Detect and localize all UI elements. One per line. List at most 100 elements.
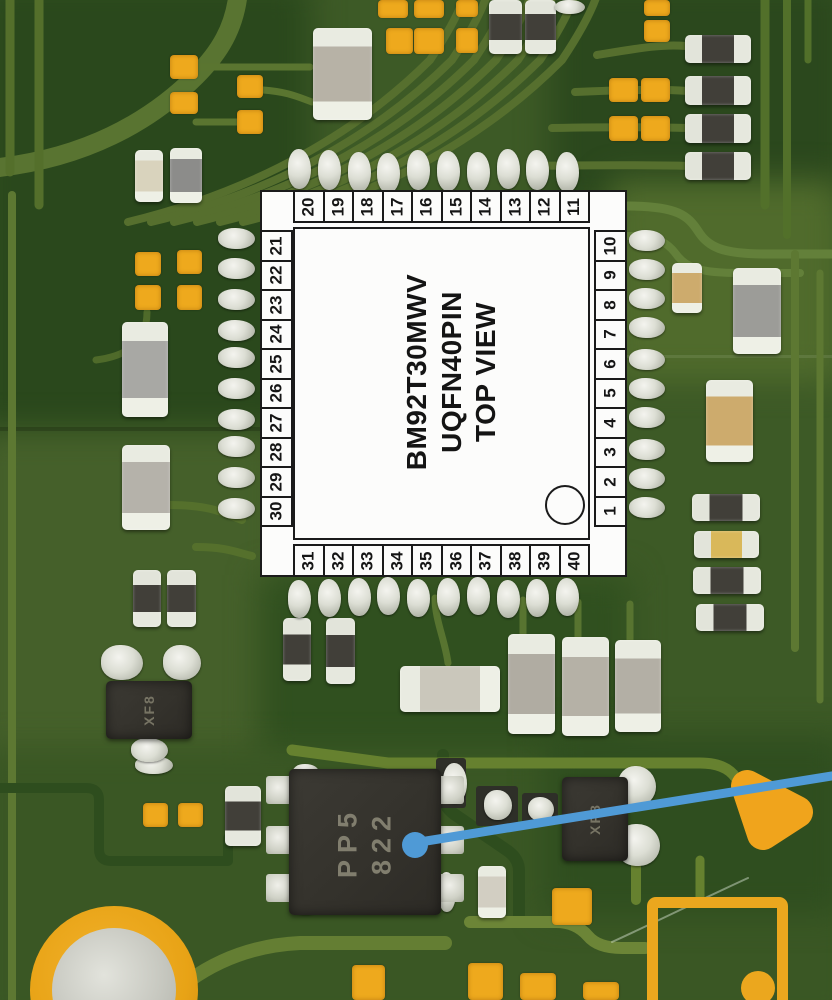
solder-blob [629,288,665,310]
pin-cell-10: 10 [594,230,627,262]
gold-pad [456,28,478,53]
pin-cell-4: 4 [594,407,627,439]
solder-blob [288,149,311,190]
gold-pad [520,973,556,1000]
gold-pad [552,888,592,925]
pin-cell-26: 26 [260,377,293,409]
ic-marking: PP5 822 [331,806,399,878]
solder-blob [288,579,311,618]
smd-capacitor [706,380,753,462]
smd-capacitor [508,634,555,734]
ic-lead [266,874,292,902]
gold-pad [468,963,503,1000]
package-type: UQFN40PIN [435,291,467,453]
solder-blob [317,578,341,617]
gold-pad [414,28,444,54]
pin-cell-5: 5 [594,377,627,409]
solder-blob [629,317,665,339]
solder-blob [218,289,255,310]
solder-blob [556,151,580,192]
solder-blob [218,258,255,280]
chip-title: BM92T30MWV UQFN40PIN TOP VIEW [400,274,504,470]
pin-cell-6: 6 [594,348,627,380]
smd-capacitor [615,640,661,732]
transistor-left-marking: XF8 [141,694,157,726]
pin-cell-21: 21 [260,230,293,262]
gold-pad [237,110,263,134]
pin-cell-39: 39 [529,544,561,577]
smd-capacitor [478,866,506,918]
ic-lead [266,826,292,854]
smd-resistor [133,570,161,627]
gold-pad [170,55,198,79]
solder-blob [556,577,580,616]
solder-blob [466,577,490,615]
solder-blob [163,645,201,680]
transistor-left: XF8 [106,681,192,739]
solder-blob [218,378,255,399]
gold-pad [352,965,385,1000]
gold-pad [177,285,202,310]
pin-cell-8: 8 [594,289,627,321]
pin-cell-31: 31 [293,544,325,577]
gold-pad [378,0,408,18]
smd-capacitor [122,322,168,417]
gold-pad [170,92,198,114]
ic-lead [438,776,464,804]
pin-cell-28: 28 [260,436,293,468]
smd-capacitor [135,150,163,202]
pin-cell-17: 17 [381,190,413,223]
solder-blob [629,259,665,281]
pin-cell-32: 32 [322,544,354,577]
gold-pad [456,0,478,17]
solder-blob [218,227,255,249]
solder-blob [629,230,665,252]
pin-cell-1: 1 [594,495,627,527]
solder-blob [407,579,431,617]
pin-cell-38: 38 [499,544,531,577]
pin-cell-2: 2 [594,466,627,498]
smd-resistor [685,114,751,143]
smd-capacitor [170,148,202,203]
ic-marking-line1: PP5 [332,805,363,879]
solder-blob [496,579,520,618]
pin-cell-33: 33 [352,544,384,577]
solder-blob [347,577,371,616]
pad-outline-dot [741,971,775,1000]
pin-cell-18: 18 [352,190,384,223]
pin-cell-15: 15 [440,190,472,223]
gold-pad [143,803,168,827]
gold-pad [644,20,670,42]
solder-blob [377,152,401,193]
solder-blob [629,438,665,460]
pin-cell-16: 16 [411,190,443,223]
gold-pad [641,116,670,141]
pin1-indicator-circle [545,485,585,525]
part-number: BM92T30MWV [400,273,432,471]
solder-blob [347,151,371,192]
ic-marking-line2: 822 [366,808,396,876]
gold-pad [135,285,161,310]
gold-pad [644,0,670,16]
solder-blob [437,578,460,616]
solder-blob [218,497,255,519]
solder-blob [629,378,665,399]
pin-cell-12: 12 [529,190,561,223]
gold-pad [583,982,619,1000]
pin-cell-19: 19 [322,190,354,223]
gold-pad [641,78,670,102]
solder-blob [629,407,665,428]
solder-blob [218,467,255,488]
gold-pad [609,116,638,141]
pin-cell-9: 9 [594,259,627,291]
smd-resistor [225,786,261,846]
pin-cell-7: 7 [594,318,627,350]
solder-blob [528,797,554,821]
pin-cell-13: 13 [499,190,531,223]
smd-resistor [167,570,196,627]
smd-resistor [685,35,751,63]
solder-blob [131,738,168,762]
